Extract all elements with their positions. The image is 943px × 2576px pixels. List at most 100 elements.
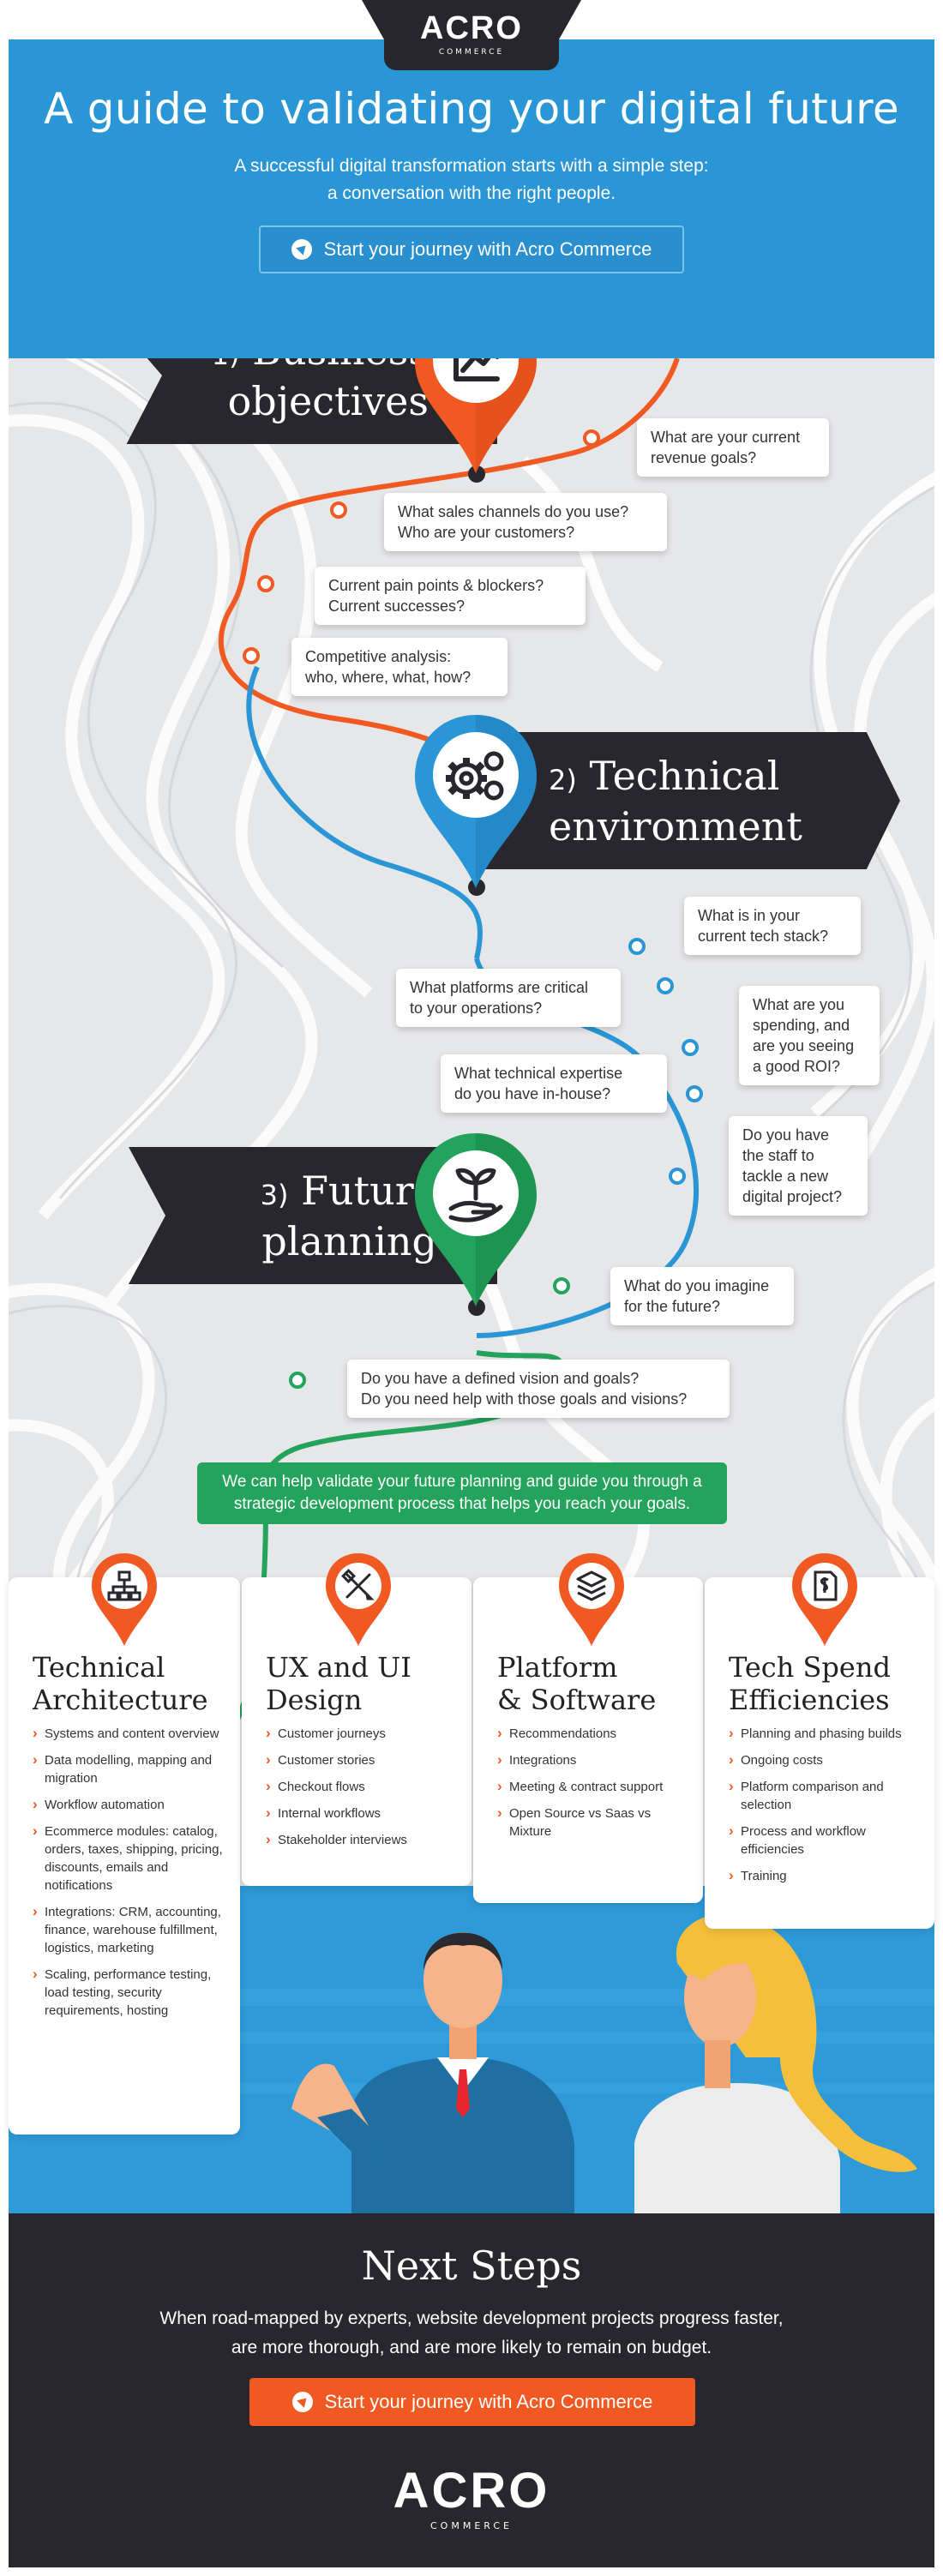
question-text: Do you have xyxy=(742,1126,830,1144)
stage-2-title-line2: environment xyxy=(549,803,802,850)
card-title-line: Tech Spend xyxy=(729,1651,891,1684)
question-text: What are your current xyxy=(651,429,801,446)
card-item: Process and workflow efficiencies xyxy=(729,1822,917,1858)
card-item: Platform comparison and selection xyxy=(729,1777,917,1814)
card-item: Workflow automation xyxy=(33,1795,223,1814)
card-title-line: Platform xyxy=(497,1651,618,1684)
question-bubble: What is in your current tech stack? xyxy=(684,897,861,955)
card-3-pin xyxy=(559,1553,624,1646)
question-bubble: What platforms are critical to your oper… xyxy=(396,969,621,1027)
page-title: A guide to validating your digital futur… xyxy=(44,84,899,134)
compass-icon xyxy=(291,2392,313,2412)
question-text: Competitive analysis: xyxy=(305,648,452,665)
question-text: What sales channels do you use? xyxy=(398,503,629,520)
next-steps-line: are more thorough, and are more likely t… xyxy=(231,2338,712,2357)
question-text: spending, and xyxy=(753,1017,850,1034)
header-logo[interactable]: ACRO COMMERCE xyxy=(362,0,581,70)
question-bubble: What sales channels do you use? Who are … xyxy=(384,493,667,551)
logo-subtitle: COMMERCE xyxy=(438,48,505,57)
card-title-line: Architecture xyxy=(33,1684,208,1716)
question-text: Do you have a defined vision and goals? xyxy=(361,1370,640,1387)
summary-text: strategic development process that helps… xyxy=(233,1495,691,1513)
card-item: Scaling, performance testing, load testi… xyxy=(33,1965,223,2020)
card-list: Customer journeys Customer stories Check… xyxy=(266,1724,454,1849)
stage-3-title: Future xyxy=(301,1168,437,1214)
sitemap-icon xyxy=(107,1570,141,1601)
card-item: Stakeholder interviews xyxy=(266,1830,454,1849)
man-figure xyxy=(291,1932,574,2220)
stage-3-number: 3) xyxy=(260,1179,289,1211)
question-text: digital project? xyxy=(742,1188,843,1205)
people-scene xyxy=(9,1913,934,2220)
question-text: the staff to xyxy=(742,1147,814,1164)
card-item: Recommendations xyxy=(497,1724,686,1743)
card-title: Platform& Software xyxy=(497,1651,686,1716)
card-item: Integrations xyxy=(497,1750,686,1769)
card-item: Internal workflows xyxy=(266,1804,454,1822)
question-text: What are you xyxy=(753,996,845,1013)
footer-logo-subtitle: COMMERCE xyxy=(430,2520,513,2531)
stage-2-title: Technical xyxy=(589,753,780,799)
question-bubble: Do you have the staff to tackle a new di… xyxy=(729,1116,868,1216)
question-text: What technical expertise xyxy=(454,1065,623,1082)
question-text: Current pain points & blockers? xyxy=(328,577,544,594)
stage-1-title-line2: objectives xyxy=(227,378,429,424)
question-text: to your operations? xyxy=(410,1000,543,1017)
card-item: Checkout flows xyxy=(266,1777,454,1796)
question-text: current tech stack? xyxy=(698,928,829,945)
question-bubble: What are your current revenue goals? xyxy=(637,418,829,477)
invoice-dollar-icon xyxy=(814,1570,838,1601)
hero-subtitle-line: A successful digital transformation star… xyxy=(234,156,709,176)
stage-1-number: 1) xyxy=(212,358,240,371)
footer-logo[interactable]: ACRO xyxy=(393,2463,550,2519)
layers-icon xyxy=(576,1570,607,1601)
card-item: Customer stories xyxy=(266,1750,454,1769)
question-text: Current successes? xyxy=(328,597,465,615)
woman-figure xyxy=(634,1913,917,2220)
summary-text: We can help validate your future plannin… xyxy=(222,1473,702,1491)
start-journey-label: Start your journey with Acro Commerce xyxy=(323,238,652,260)
card-item: Data modelling, mapping and migration xyxy=(33,1750,223,1787)
question-bubble: Current pain points & blockers? Current … xyxy=(315,567,586,625)
next-steps-text: When road-mapped by experts, website dev… xyxy=(103,2304,840,2363)
stage-1-title: Business xyxy=(252,358,429,374)
question-text: What do you imagine xyxy=(624,1277,770,1294)
question-bubble: What technical expertise do you have in-… xyxy=(441,1054,667,1113)
question-text: What platforms are critical xyxy=(410,979,589,996)
card-item: Integrations: CRM, accounting, finance, … xyxy=(33,1902,223,1957)
card-item: Ecommerce modules: catalog, orders, taxe… xyxy=(33,1822,223,1894)
logo-wordmark: ACRO xyxy=(420,10,523,46)
card-list: Systems and content overview Data modell… xyxy=(33,1724,223,2020)
trend-chart-icon xyxy=(453,358,500,381)
card-1-pin xyxy=(92,1553,157,1646)
card-item: Meeting & contract support xyxy=(497,1777,686,1796)
next-steps-title: Next Steps xyxy=(361,2243,582,2289)
card-item: Planning and phasing builds xyxy=(729,1724,917,1743)
question-text: Do you need help with those goals and vi… xyxy=(361,1390,688,1408)
card-4-pin xyxy=(792,1553,857,1646)
question-text: revenue goals? xyxy=(651,449,757,466)
start-journey-button-footer[interactable]: Start your journey with Acro Commerce xyxy=(249,2378,695,2426)
card-2-pin xyxy=(326,1553,391,1646)
next-steps-line: When road-mapped by experts, website dev… xyxy=(159,2309,784,2328)
card-item: Customer journeys xyxy=(266,1724,454,1743)
question-bubble: What are you spending, and are you seein… xyxy=(739,986,880,1085)
stage-2-pin xyxy=(415,715,537,888)
hero-subtitle: A successful digital transformation star… xyxy=(163,153,780,207)
footer-section: Next Steps When road-mapped by experts, … xyxy=(9,2213,934,2567)
start-journey-button[interactable]: Start your journey with Acro Commerce xyxy=(259,225,684,273)
question-text: do you have in-house? xyxy=(454,1085,611,1102)
question-text: a good ROI? xyxy=(753,1058,841,1075)
stage-2-number: 2) xyxy=(549,764,577,796)
hero-subtitle-line: a conversation with the right people. xyxy=(327,183,616,203)
card-title-line: Technical xyxy=(33,1651,165,1684)
card-item: Systems and content overview xyxy=(33,1724,223,1743)
card-title-line: Design xyxy=(266,1684,363,1716)
question-text: are you seeing xyxy=(753,1037,855,1054)
